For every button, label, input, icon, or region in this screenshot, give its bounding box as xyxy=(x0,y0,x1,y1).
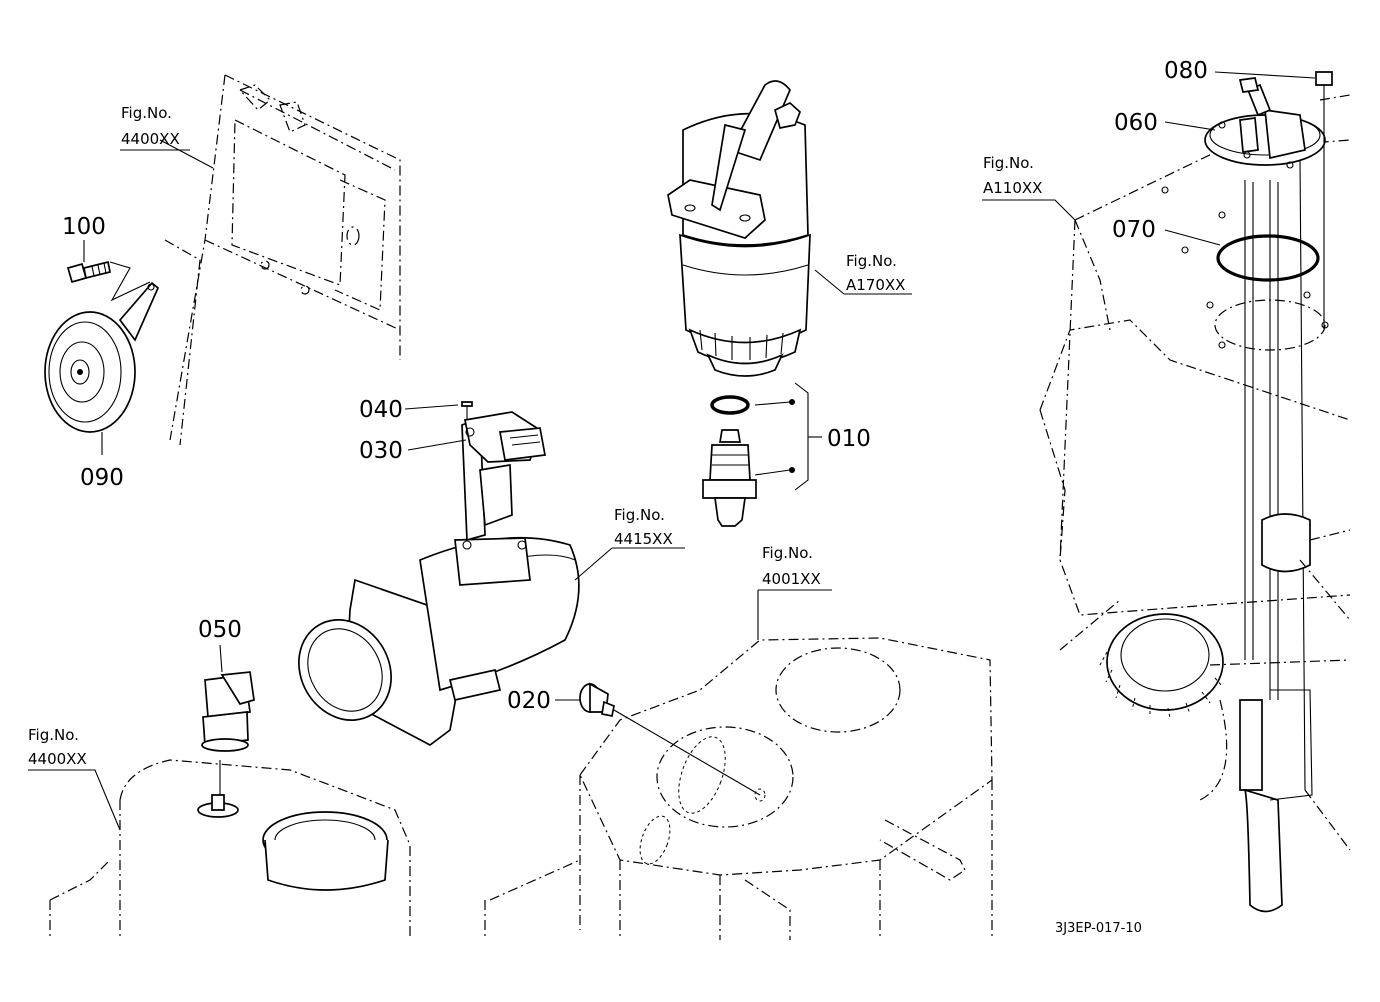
part-number-100: 100 xyxy=(62,214,106,240)
part-number-050: 050 xyxy=(198,617,242,643)
horn-leaders xyxy=(83,139,214,455)
part-number-020: 020 xyxy=(507,688,551,714)
figure-reference-labels: Fig.No. 4400XX Fig.No. A170XX Fig.No. 44… xyxy=(28,104,1042,768)
sensor-050 xyxy=(197,644,255,818)
cylinder-head-gasket xyxy=(484,637,993,940)
fig-label-horn: Fig.No. xyxy=(121,104,172,122)
fuel-level-sensor-060 xyxy=(1204,77,1326,913)
fig-ref-fuel-filter: A170XX xyxy=(846,276,905,294)
screw-040 xyxy=(461,401,473,420)
mass-air-flow-sensor-030 xyxy=(461,411,546,542)
screw-080 xyxy=(1315,71,1333,330)
fig-ref-lower-left: 4400XX xyxy=(28,750,87,768)
part-number-040: 040 xyxy=(359,397,403,423)
part-number-060: 060 xyxy=(1114,110,1158,136)
bolt-100 xyxy=(66,260,111,284)
air-leaders xyxy=(404,404,685,581)
fuel-tank xyxy=(1039,139,1351,801)
part-number-030: 030 xyxy=(359,438,403,464)
fig-ref-air-flow-pipe: 4415XX xyxy=(614,530,673,548)
part-number-010: 010 xyxy=(827,426,871,452)
tank-leaders xyxy=(982,71,1351,851)
fig-ref-fuel-tank: A110XX xyxy=(983,179,1042,197)
fig-ref-cylinder-head: 4001XX xyxy=(762,570,821,588)
o-ring-070 xyxy=(1216,234,1320,282)
intake-body xyxy=(28,759,411,940)
fuel-filter-assembly xyxy=(667,80,811,377)
fig-ref-horn-bracket: 4400XX xyxy=(121,130,180,148)
horn-090 xyxy=(44,281,160,433)
fig-label-head: Fig.No. xyxy=(762,544,813,562)
fig-label-pipe: Fig.No. xyxy=(614,506,665,524)
pressure-switch-020 xyxy=(555,682,766,802)
sensor-010-assembly xyxy=(702,382,822,527)
air-flow-pipe-assembly xyxy=(298,536,580,747)
fig-label-lower: Fig.No. xyxy=(28,726,79,744)
fig-label-tank: Fig.No. xyxy=(983,154,1034,172)
part-number-080: 080 xyxy=(1164,58,1208,84)
head-leaders xyxy=(757,589,832,640)
part-number-labels: 100 090 040 030 010 050 020 080 060 070 xyxy=(62,58,1208,714)
part-number-070: 070 xyxy=(1112,217,1156,243)
horn-bracket-assembly xyxy=(164,74,401,446)
drawing-code: 3J3EP-017-10 xyxy=(1055,921,1142,936)
fig-label-filter: Fig.No. xyxy=(846,252,897,270)
part-number-090: 090 xyxy=(80,465,124,491)
